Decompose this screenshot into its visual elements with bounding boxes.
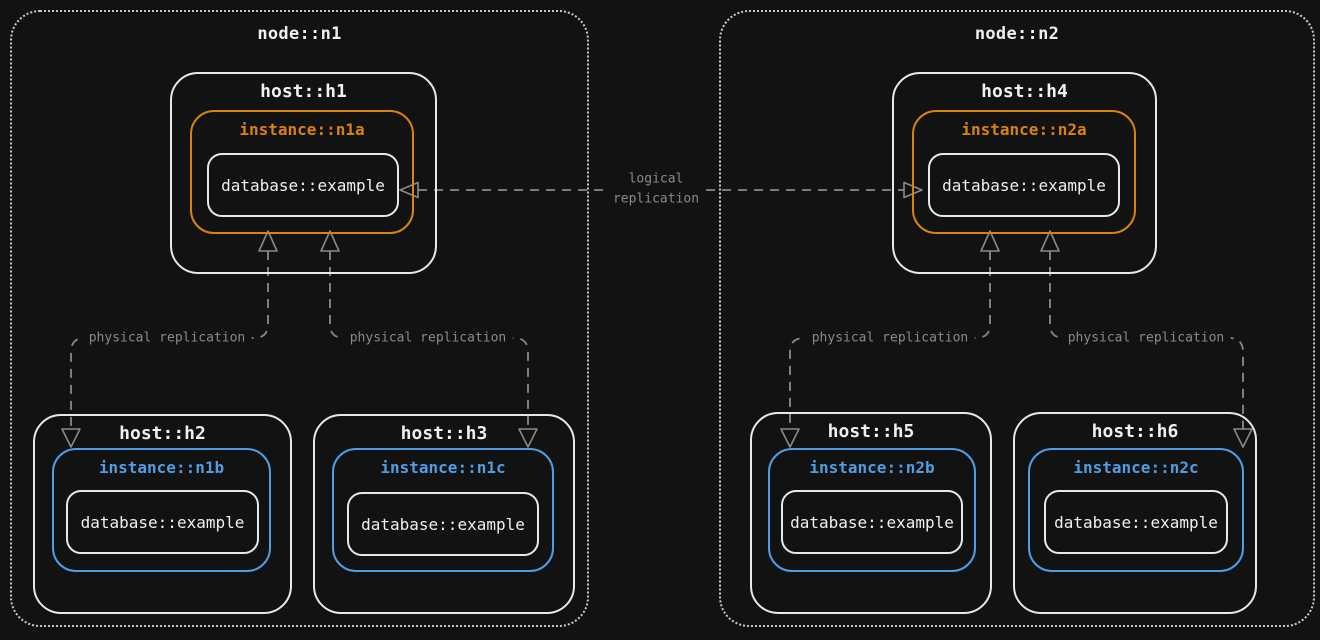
instance-label-n2b: instance::n2b	[809, 458, 935, 477]
database-label-h3: database::example	[361, 514, 525, 534]
database-label-h4: database::example	[942, 175, 1106, 195]
logical-replication-label: logical replication	[606, 168, 706, 210]
node-label-n1: node::n1	[257, 24, 342, 44]
logical-replication-label-line2: replication	[612, 191, 700, 206]
arrowhead-up-h1-right	[320, 230, 340, 252]
host-label-h4: host::h4	[981, 81, 1068, 102]
instance-label-n1b: instance::n1b	[98, 458, 225, 477]
host-label-h3: host::h3	[400, 423, 488, 444]
physical-replication-label-h5: physical replication	[805, 327, 975, 349]
host-box-h4: host::h4 instance::n2a database::example	[892, 72, 1157, 274]
host-label-h2: host::h2	[119, 423, 206, 444]
arrowhead-down-h2	[61, 428, 81, 448]
database-box-h2: database::example	[66, 490, 259, 554]
node-box-n1: node::n1	[10, 10, 589, 627]
instance-label-n2a: instance::n2a	[961, 120, 1087, 139]
database-label-h5: database::example	[790, 512, 954, 532]
database-label-h6: database::example	[1054, 512, 1218, 532]
host-label-h5: host::h5	[827, 421, 915, 442]
host-box-h1: host::h1 instance::n1a database::example	[170, 72, 437, 274]
node-label-n2: node::n2	[974, 24, 1060, 44]
instance-label-n2c: instance::n2c	[1073, 458, 1199, 477]
instance-box-n1c: instance::n1c database::example	[332, 448, 554, 572]
physical-replication-label-h2: physical replication	[82, 327, 252, 349]
database-label-h1: database::example	[221, 175, 385, 195]
instance-label-n1a: instance::n1a	[239, 120, 365, 139]
arrowhead-down-h3	[518, 428, 538, 448]
arrowhead-down-h5	[780, 428, 800, 448]
instance-box-n2a: instance::n2a database::example	[912, 110, 1136, 234]
host-label-h1: host::h1	[260, 81, 347, 102]
host-box-h2: host::h2 instance::n1b database::example	[33, 414, 292, 614]
instance-box-n1b: instance::n1b database::example	[52, 448, 271, 572]
host-label-h6: host::h6	[1091, 421, 1179, 442]
host-box-h5: host::h5 instance::n2b database::example	[750, 412, 992, 614]
instance-label-n1c: instance::n1c	[380, 458, 506, 477]
database-box-h6: database::example	[1044, 490, 1228, 554]
host-box-h6: host::h6 instance::n2c database::example	[1013, 412, 1257, 614]
host-box-h3: host::h3 instance::n1c database::example	[313, 414, 575, 614]
database-label-h2: database::example	[80, 512, 245, 532]
logical-replication-label-line1: logical	[628, 171, 684, 187]
database-box-h1: database::example	[207, 153, 399, 217]
instance-box-n2c: instance::n2c database::example	[1028, 448, 1244, 572]
arrowhead-up-h1-left	[258, 230, 278, 252]
arrowhead-up-h4-right	[1040, 230, 1060, 252]
instance-box-n2b: instance::n2b database::example	[768, 448, 976, 572]
database-box-h3: database::example	[347, 492, 539, 556]
node-box-n2: node::n2	[719, 10, 1315, 627]
physical-replication-label-h3: physical replication	[343, 327, 513, 349]
database-box-h5: database::example	[781, 490, 963, 554]
database-box-h4: database::example	[928, 153, 1120, 217]
instance-box-n1a: instance::n1a database::example	[190, 110, 414, 234]
arrowhead-up-h4-left	[980, 230, 1000, 252]
physical-replication-label-h6: physical replication	[1061, 327, 1231, 349]
